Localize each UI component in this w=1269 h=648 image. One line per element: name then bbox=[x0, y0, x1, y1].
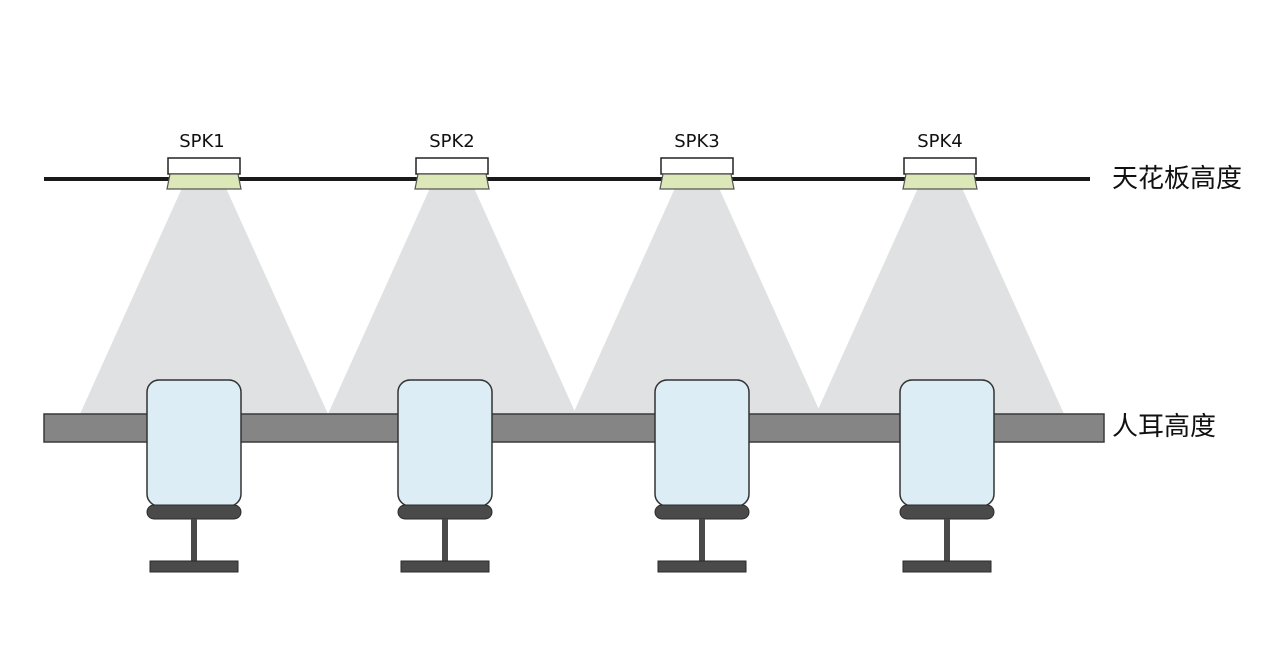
speaker-3 bbox=[659, 157, 735, 190]
speaker-label-3: SPK3 bbox=[674, 131, 720, 152]
sound-cone-1 bbox=[80, 188, 328, 414]
seat-back bbox=[397, 379, 493, 507]
speakers-group bbox=[166, 157, 978, 190]
speaker-label-4: SPK4 bbox=[917, 131, 963, 152]
seat-4 bbox=[899, 379, 995, 573]
seat-1 bbox=[146, 379, 242, 573]
seat-post bbox=[699, 519, 705, 561]
seat-post bbox=[442, 519, 448, 561]
speaker-housing bbox=[903, 157, 977, 175]
ceiling-line bbox=[44, 177, 1090, 181]
speaker-1 bbox=[166, 157, 242, 190]
sound-cone-4 bbox=[816, 188, 1064, 414]
sound-cones bbox=[80, 188, 1064, 414]
seat-3 bbox=[654, 379, 750, 573]
seat-back bbox=[146, 379, 242, 507]
speaker-housing bbox=[167, 157, 241, 175]
speaker-housing bbox=[660, 157, 734, 175]
seat-cushion bbox=[654, 504, 750, 520]
sound-cone-3 bbox=[573, 188, 821, 414]
seat-post bbox=[944, 519, 950, 561]
speaker-housing bbox=[415, 157, 489, 175]
seat-post bbox=[191, 519, 197, 561]
speaker-label-1: SPK1 bbox=[179, 131, 225, 152]
speaker-grille bbox=[166, 173, 242, 190]
speaker-grille bbox=[902, 173, 978, 190]
seat-foot bbox=[400, 560, 490, 573]
seat-back bbox=[654, 379, 750, 507]
seat-foot bbox=[657, 560, 747, 573]
sound-cone-2 bbox=[328, 188, 576, 414]
seat-cushion bbox=[899, 504, 995, 520]
ear-height-label: 人耳高度 bbox=[1112, 412, 1217, 442]
seat-cushion bbox=[146, 504, 242, 520]
seat-foot bbox=[902, 560, 992, 573]
speaker-4 bbox=[902, 157, 978, 190]
speaker-grille bbox=[414, 173, 490, 190]
seat-2 bbox=[397, 379, 493, 573]
ceiling-height-label: 天花板高度 bbox=[1112, 164, 1243, 194]
ceiling-group bbox=[44, 177, 1090, 181]
speaker-grille bbox=[659, 173, 735, 190]
speaker-2 bbox=[414, 157, 490, 190]
speaker-label-2: SPK2 bbox=[429, 131, 475, 152]
seat-foot bbox=[149, 560, 239, 573]
seat-cushion bbox=[397, 504, 493, 520]
seat-back bbox=[899, 379, 995, 507]
seats-group bbox=[146, 379, 995, 573]
